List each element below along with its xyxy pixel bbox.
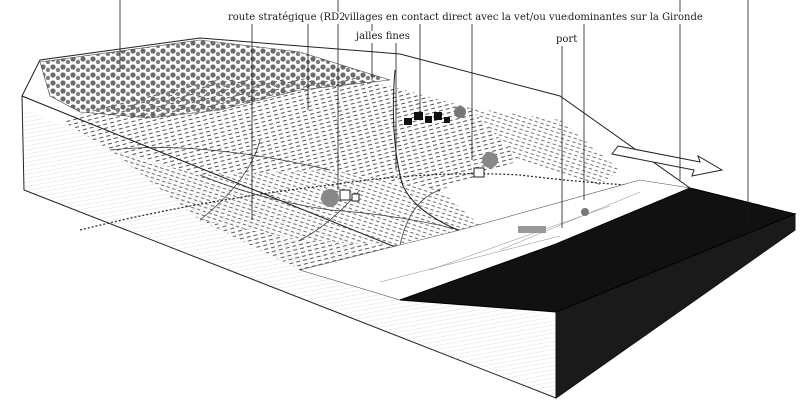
marsh-field-lines [379, 191, 641, 283]
river-flow-arrow [611, 145, 724, 177]
leader-lines [119, 0, 749, 228]
gironde-river [399, 187, 797, 313]
jalle-channel [392, 69, 471, 236]
label-vues-prefix: et/ou vues [520, 12, 573, 24]
forest-plateau [39, 39, 391, 119]
port-houses [518, 208, 589, 233]
label-port: port [556, 34, 578, 46]
vineyard-right [470, 108, 620, 185]
label-jalles-fines: jalles fines [356, 31, 410, 43]
village-right [473, 152, 498, 178]
label-route-rd2: route stratégique (RD2) [228, 12, 350, 24]
label-vues-gironde: dominantes sur la Gironde [568, 12, 703, 24]
parcel-boundaries [109, 139, 461, 246]
label-villages: villages en contact direct avec la vigne [344, 12, 542, 24]
village-center [321, 189, 360, 207]
vineyard-middle [110, 150, 480, 245]
village-cluster-top [404, 106, 466, 125]
